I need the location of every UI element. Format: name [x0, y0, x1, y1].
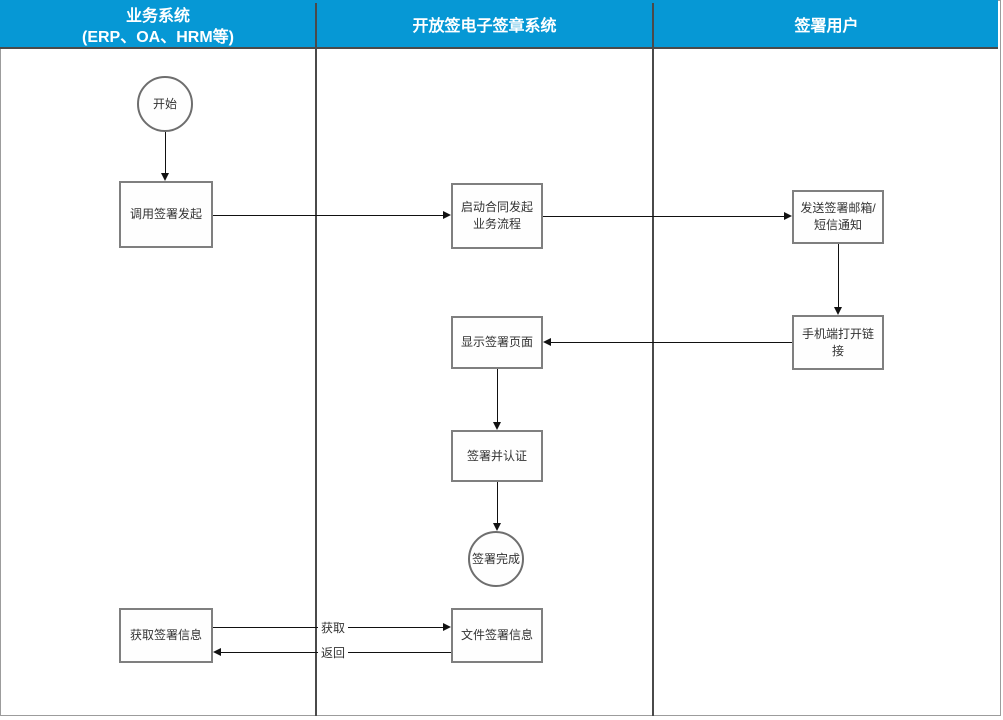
- edge-auth-to-done-line: [497, 482, 498, 524]
- edge-page-to-auth-line: [497, 369, 498, 423]
- node-start-label: 开始: [152, 96, 177, 111]
- edge-link-to-page-line: [550, 342, 792, 343]
- swimlane-header-band: [0, 0, 998, 49]
- edge-get-to-file-arrowhead: [443, 623, 451, 631]
- edge-auth-to-done-arrowhead: [493, 523, 501, 531]
- lane-header-signing-user: 签署用户: [654, 3, 999, 50]
- node-get-info-label: 获取签署信息: [129, 628, 202, 642]
- lane3-title: 签署用户: [794, 18, 859, 35]
- edge-notify-to-link-arrowhead: [834, 307, 842, 315]
- node-start-contract-flow: 启动合同发起业务流程: [451, 183, 543, 249]
- node-send-notification: 发送签署邮箱/短信通知: [792, 190, 884, 244]
- edge-file-to-get-arrowhead: [213, 648, 221, 656]
- lane-header-esign-system: 开放签电子签章系统: [317, 3, 652, 50]
- lane1-title: 业务系统: [125, 7, 190, 25]
- node-start-circle: 开始: [137, 76, 193, 132]
- node-sign-auth-label: 签署并认证: [466, 448, 527, 463]
- node-open-link-mobile: 手机端打开链接: [792, 315, 884, 370]
- node-show-page-label: 显示签署页面: [460, 335, 533, 349]
- edge-page-to-auth-arrowhead: [493, 422, 501, 430]
- node-file-info-label: 文件签署信息: [460, 628, 533, 642]
- edge-flow-to-notify-line: [543, 216, 785, 217]
- edge-start-to-call-line: [165, 132, 166, 176]
- edge-start-to-call-arrowhead: [161, 173, 169, 181]
- edge-flow-to-notify-arrowhead: [784, 212, 792, 220]
- node-show-sign-page: 显示签署页面: [451, 316, 543, 369]
- edge-link-to-page-arrowhead: [543, 338, 551, 346]
- node-sign-done-label: 签署完成: [471, 551, 520, 566]
- node-sign-and-authenticate: 签署并认证: [451, 430, 543, 482]
- edge-notify-to-link-line: [838, 244, 839, 308]
- lane-divider-2: [652, 3, 654, 716]
- node-call-sign-initiate: 调用签署发起: [119, 181, 213, 248]
- node-open-link-label: 手机端打开链接: [801, 326, 874, 358]
- node-start-flow-label: 启动合同发起业务流程: [460, 200, 533, 231]
- node-file-sign-info: 文件签署信息: [451, 608, 543, 663]
- lane-divider-1: [315, 3, 317, 716]
- edge-label-fetch: 获取: [318, 620, 349, 636]
- edge-label-return: 返回: [318, 645, 349, 661]
- edge-call-to-flow-arrowhead: [443, 211, 451, 219]
- lane1-subtitle: (ERP、OA、HRM等): [82, 28, 234, 46]
- node-sign-complete-circle: 签署完成: [468, 531, 524, 587]
- edge-call-to-flow-line: [213, 215, 445, 216]
- node-call-sign-label: 调用签署发起: [129, 207, 202, 221]
- node-get-sign-info: 获取签署信息: [119, 608, 213, 663]
- lane-header-business-system: 业务系统 (ERP、OA、HRM等): [1, 3, 315, 50]
- lane2-title: 开放签电子签章系统: [412, 18, 557, 35]
- node-send-notify-label: 发送签署邮箱/短信通知: [800, 201, 876, 232]
